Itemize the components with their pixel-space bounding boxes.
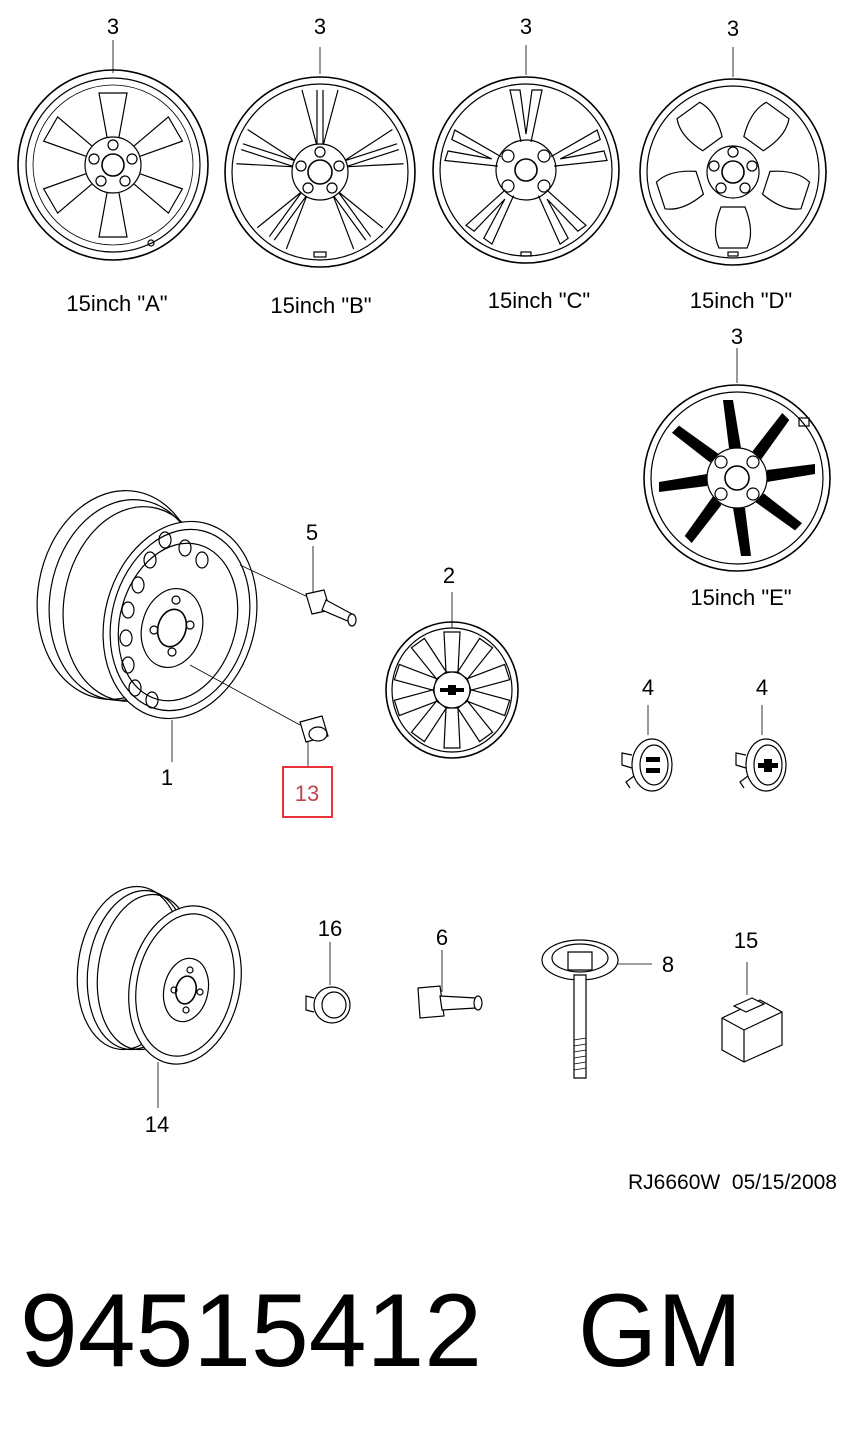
callout-center-cap-1: 4 — [642, 675, 654, 700]
label-wheel-e: 15inch "E" — [690, 585, 791, 610]
spare-wheel[interactable] — [67, 880, 255, 1108]
wheel-nut[interactable] — [299, 715, 329, 768]
label-wheel-c: 15inch "C" — [488, 288, 590, 313]
clip[interactable] — [721, 962, 783, 1063]
callout-plug: 16 — [318, 916, 342, 941]
plug[interactable] — [305, 942, 351, 1024]
part-number: 94515412 — [20, 1273, 482, 1389]
valve[interactable] — [417, 950, 483, 1019]
alloy-wheel-c[interactable] — [432, 45, 620, 264]
tire-valve[interactable] — [305, 546, 357, 627]
callout-center-cap-2: 4 — [756, 675, 768, 700]
label-wheel-d: 15inch "D" — [690, 288, 792, 313]
alloy-wheel-d[interactable] — [639, 47, 827, 266]
wheel-cover[interactable] — [385, 592, 519, 759]
callout-wheel-e: 3 — [731, 324, 743, 349]
alloy-wheel-e[interactable] — [643, 348, 831, 572]
callout-tire-valve: 5 — [306, 520, 318, 545]
brand: GM — [578, 1273, 742, 1389]
alloy-wheel-b[interactable] — [224, 47, 416, 268]
callout-wheel-cover: 2 — [443, 563, 455, 588]
center-cap-2[interactable] — [735, 705, 787, 792]
bolt[interactable] — [541, 939, 652, 1079]
wheel-nut-highlight-box[interactable] — [282, 766, 333, 818]
callout-bolt: 8 — [662, 952, 674, 977]
callout-wheel-nut: 13 — [295, 781, 319, 806]
callout-valve: 6 — [436, 925, 448, 950]
callout-wheel-c: 3 — [520, 14, 532, 39]
steel-wheel[interactable] — [21, 478, 311, 762]
callout-spare-wheel: 14 — [145, 1112, 169, 1137]
callout-wheel-d: 3 — [727, 16, 739, 41]
callout-wheel-b: 3 — [314, 14, 326, 39]
callout-steel-wheel: 1 — [161, 765, 173, 790]
center-cap-1[interactable] — [621, 705, 673, 792]
callout-clip: 15 — [734, 928, 758, 953]
alloy-wheel-a[interactable] — [17, 40, 209, 261]
callout-wheel-a: 3 — [107, 14, 119, 39]
label-wheel-a: 15inch "A" — [66, 291, 167, 316]
label-wheel-b: 15inch "B" — [270, 293, 371, 318]
diagram-code: RJ6660W 05/15/2008 — [628, 1171, 837, 1194]
